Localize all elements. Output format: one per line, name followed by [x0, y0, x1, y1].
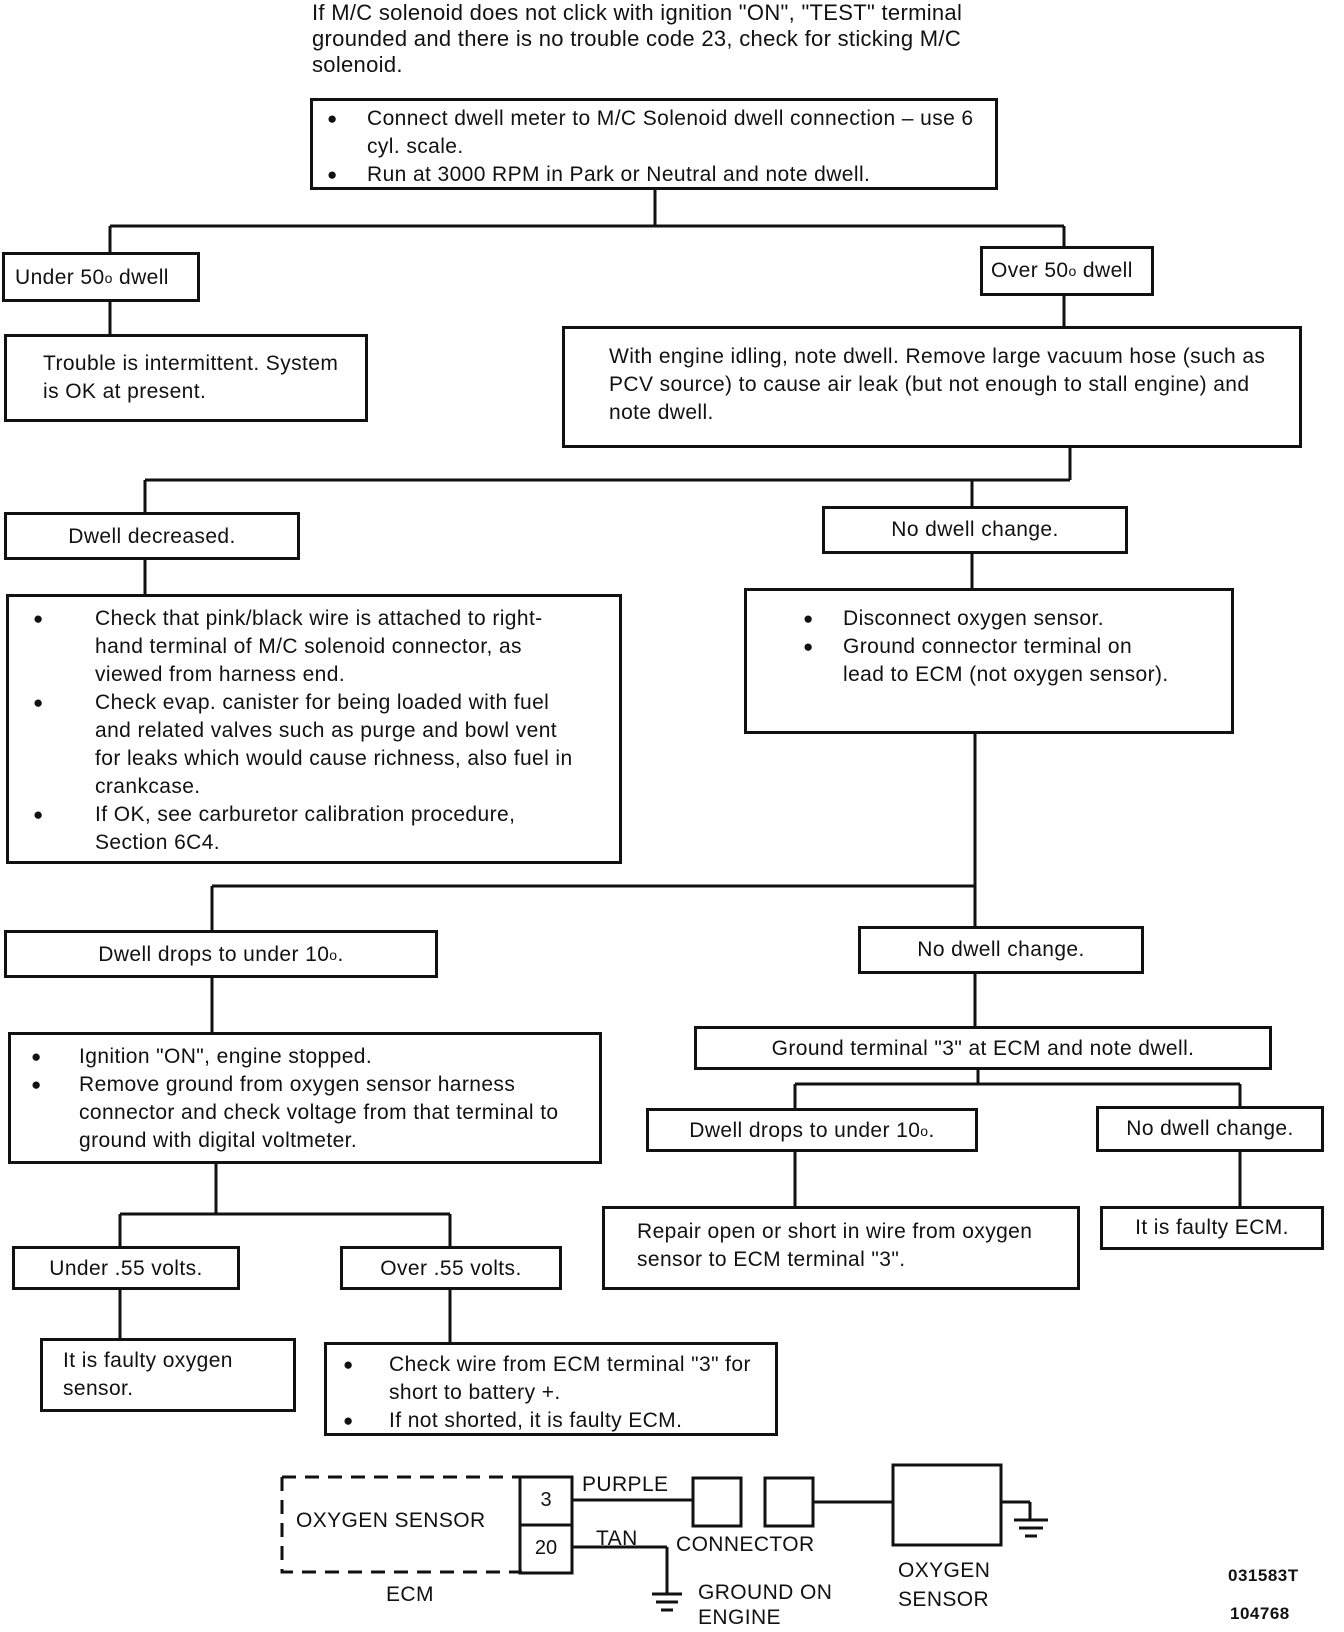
- over-055-volts-box: Over .55 volts.: [340, 1246, 562, 1290]
- oxygen-sensor-label: OXYGEN SENSOR: [898, 1559, 991, 1611]
- faulty-ecm-box: It is faulty ECM.: [1100, 1206, 1324, 1250]
- ignition-on-box: Ignition "ON", engine stopped. Remove gr…: [8, 1032, 602, 1164]
- check-pink-black-wire: Check that pink/black wire is attached t…: [25, 605, 585, 689]
- step-faulty-ecm: If not shorted, it is faulty ECM.: [335, 1407, 765, 1435]
- dwell-drops-under-10-box-b: Dwell drops to under 10o.: [646, 1108, 978, 1152]
- under-50-box: Under 50o dwell: [2, 252, 200, 302]
- intro-note: If M/C solenoid does not click with igni…: [312, 0, 963, 77]
- under-055-volts-box: Under .55 volts.: [12, 1246, 240, 1290]
- dwell-decreased-box: Dwell decreased.: [4, 512, 300, 560]
- terminal-3-label: 3: [540, 1489, 552, 1511]
- step-disconnect-o2: Disconnect oxygen sensor.: [795, 605, 1171, 633]
- check-wire-box: Check wire from ECM terminal "3" for sho…: [324, 1342, 778, 1436]
- figure-code-2: 104768: [1230, 1604, 1290, 1623]
- step-ground-connector: Ground connector terminal on lead to ECM…: [795, 633, 1171, 689]
- ground-terminal-3-box: Ground terminal "3" at ECM and note dwel…: [694, 1026, 1272, 1070]
- faulty-o2-sensor-box: It is faulty oxygen sensor.: [40, 1338, 296, 1412]
- step-check-wire: Check wire from ECM terminal "3" for sho…: [335, 1351, 765, 1407]
- no-dwell-change-box-3: No dwell change.: [1096, 1106, 1324, 1152]
- terminal-20-label: 20: [534, 1537, 558, 1559]
- ground-on-engine-label: GROUND ON ENGINE: [698, 1581, 833, 1629]
- step-remove-ground: Remove ground from oxygen sensor harness…: [23, 1071, 579, 1155]
- tan-wire-label: TAN: [596, 1527, 638, 1550]
- check-carburetor-procedure: If OK, see carburetor calibration proced…: [25, 801, 585, 857]
- repair-open-box: Repair open or short in wire from oxygen…: [602, 1206, 1080, 1290]
- step-connect-dwell: Connect dwell meter to M/C Solenoid dwel…: [319, 105, 989, 161]
- ecm-label: ECM: [386, 1583, 434, 1606]
- connect-dwell-box: Connect dwell meter to M/C Solenoid dwel…: [310, 98, 998, 190]
- purple-wire-label: PURPLE: [582, 1473, 669, 1496]
- figure-code-1: 031583T: [1228, 1566, 1299, 1585]
- disconnect-o2-box: Disconnect oxygen sensor. Ground connect…: [744, 588, 1234, 734]
- connector-label: CONNECTOR: [676, 1533, 815, 1556]
- intermittent-box: Trouble is intermittent. System is OK at…: [4, 334, 368, 422]
- step-ignition-on: Ignition "ON", engine stopped.: [23, 1043, 579, 1071]
- over-50-box: Over 50o dwell: [980, 246, 1154, 296]
- checks-box: Check that pink/black wire is attached t…: [6, 594, 622, 864]
- check-evap-canister: Check evap. canister for being loaded wi…: [25, 689, 585, 801]
- no-dwell-change-box-1: No dwell change.: [822, 506, 1128, 554]
- step-run-3000: Run at 3000 RPM in Park or Neutral and n…: [319, 161, 989, 189]
- dwell-drops-under-10-box-a: Dwell drops to under 10o.: [4, 930, 438, 978]
- ecm-oxygen-sensor-label: OXYGEN SENSOR: [296, 1509, 486, 1532]
- no-dwell-change-box-2: No dwell change.: [858, 926, 1144, 974]
- idle-check-box: With engine idling, note dwell. Remove l…: [562, 326, 1302, 448]
